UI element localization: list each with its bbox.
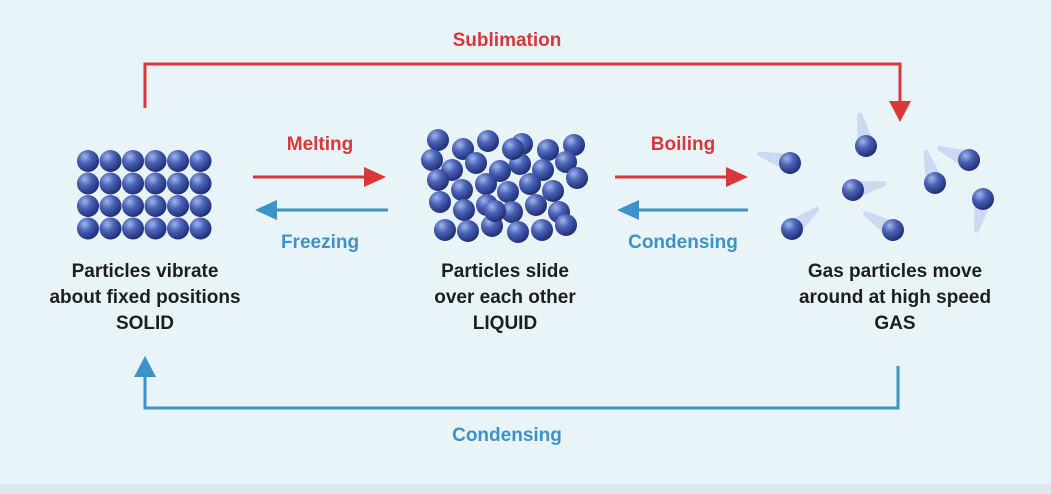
solid-particle [167,150,189,172]
liquid-particle [427,169,449,191]
gas-particle [855,135,877,157]
solid-particle [99,195,122,217]
solid-particle [122,172,144,195]
gas-state-name: GAS [874,313,916,334]
liquid-particle [489,160,511,182]
liquid-particle [484,200,506,222]
condensing-to-liquid-arrow [617,200,748,220]
gas-line-2: around at high speed [798,287,992,308]
freezing-arrow [255,200,388,220]
liquid-particle [501,201,523,223]
gas-particle [781,218,803,240]
liquid-particle [477,130,499,152]
liquid-particle [555,214,577,236]
gas-particle [924,172,946,194]
solid-particle [189,217,212,240]
gas-description: Gas particles move around at high speed … [765,259,1025,337]
solid-particle [144,217,167,240]
melting-arrow [253,167,386,187]
liquid-particle [465,152,487,174]
solid-particle [144,150,167,172]
liquid-particle [429,191,451,213]
sublimation-label: Sublimation [452,30,562,51]
solid-particle [189,195,212,217]
liquid-particle [531,219,553,241]
solid-particle [77,217,99,240]
solid-particle [189,150,212,172]
liquid-particle [502,138,524,160]
sublimation-arrow [143,62,911,122]
solid-particle [122,217,144,240]
solid-particle [99,150,122,172]
liquid-particle [434,219,456,241]
gas-line-1: Gas particles move [807,261,983,282]
solid-line-1: Particles vibrate [71,261,219,282]
boiling-label: Boiling [650,134,716,155]
liquid-line-2: over each other [434,287,576,308]
solid-particle [189,172,212,195]
liquid-particle [421,149,443,171]
solid-description: Particles vibrate about fixed positions … [15,259,275,337]
bottom-band [0,484,1051,494]
boiling-arrow [615,167,748,187]
gas-particle [882,219,904,241]
liquid-particle [563,134,585,156]
solid-particles-lattice-icon [77,150,212,240]
liquid-particle [453,199,475,221]
gas-particle [779,152,801,174]
liquid-particle [497,181,519,203]
liquid-particle [532,159,554,181]
liquid-particle [525,194,547,216]
freezing-label: Freezing [280,232,360,253]
liquid-particle [457,220,479,242]
liquid-particle [452,138,474,160]
solid-particle [77,172,99,195]
liquid-particle [451,179,473,201]
liquid-particle [555,151,577,173]
solid-particle [99,172,122,195]
condensing-solid-label: Condensing [452,425,562,446]
liquid-particle [519,173,541,195]
liquid-particle [542,180,564,202]
liquid-particle [507,221,529,243]
liquid-particles-cluster-icon [421,129,588,243]
solid-particle [122,150,144,172]
liquid-particle [475,173,497,195]
gas-particles-moving-icon [756,112,994,241]
liquid-description: Particles slide over each other LIQUID [375,259,635,337]
solid-particle [77,195,99,217]
gas-particle [842,179,864,201]
condensing-liquid-label: Condensing [628,232,738,253]
solid-state-name: SOLID [115,313,175,334]
solid-particle [144,172,167,195]
condensing-to-solid-arrow [134,356,900,410]
solid-particle [77,150,99,172]
solid-line-2: about fixed positions [49,287,241,308]
solid-particle [167,195,189,217]
solid-particle [99,217,122,240]
liquid-particle [427,129,449,151]
melting-label: Melting [286,134,354,155]
liquid-line-1: Particles slide [441,261,569,282]
gas-particle [958,149,980,171]
solid-particle [167,217,189,240]
solid-particle [122,195,144,217]
liquid-particle [566,167,588,189]
liquid-state-name: LIQUID [472,313,538,334]
solid-particle [167,172,189,195]
solid-particle [144,195,167,217]
gas-particle [972,188,994,210]
liquid-particle [537,139,559,161]
